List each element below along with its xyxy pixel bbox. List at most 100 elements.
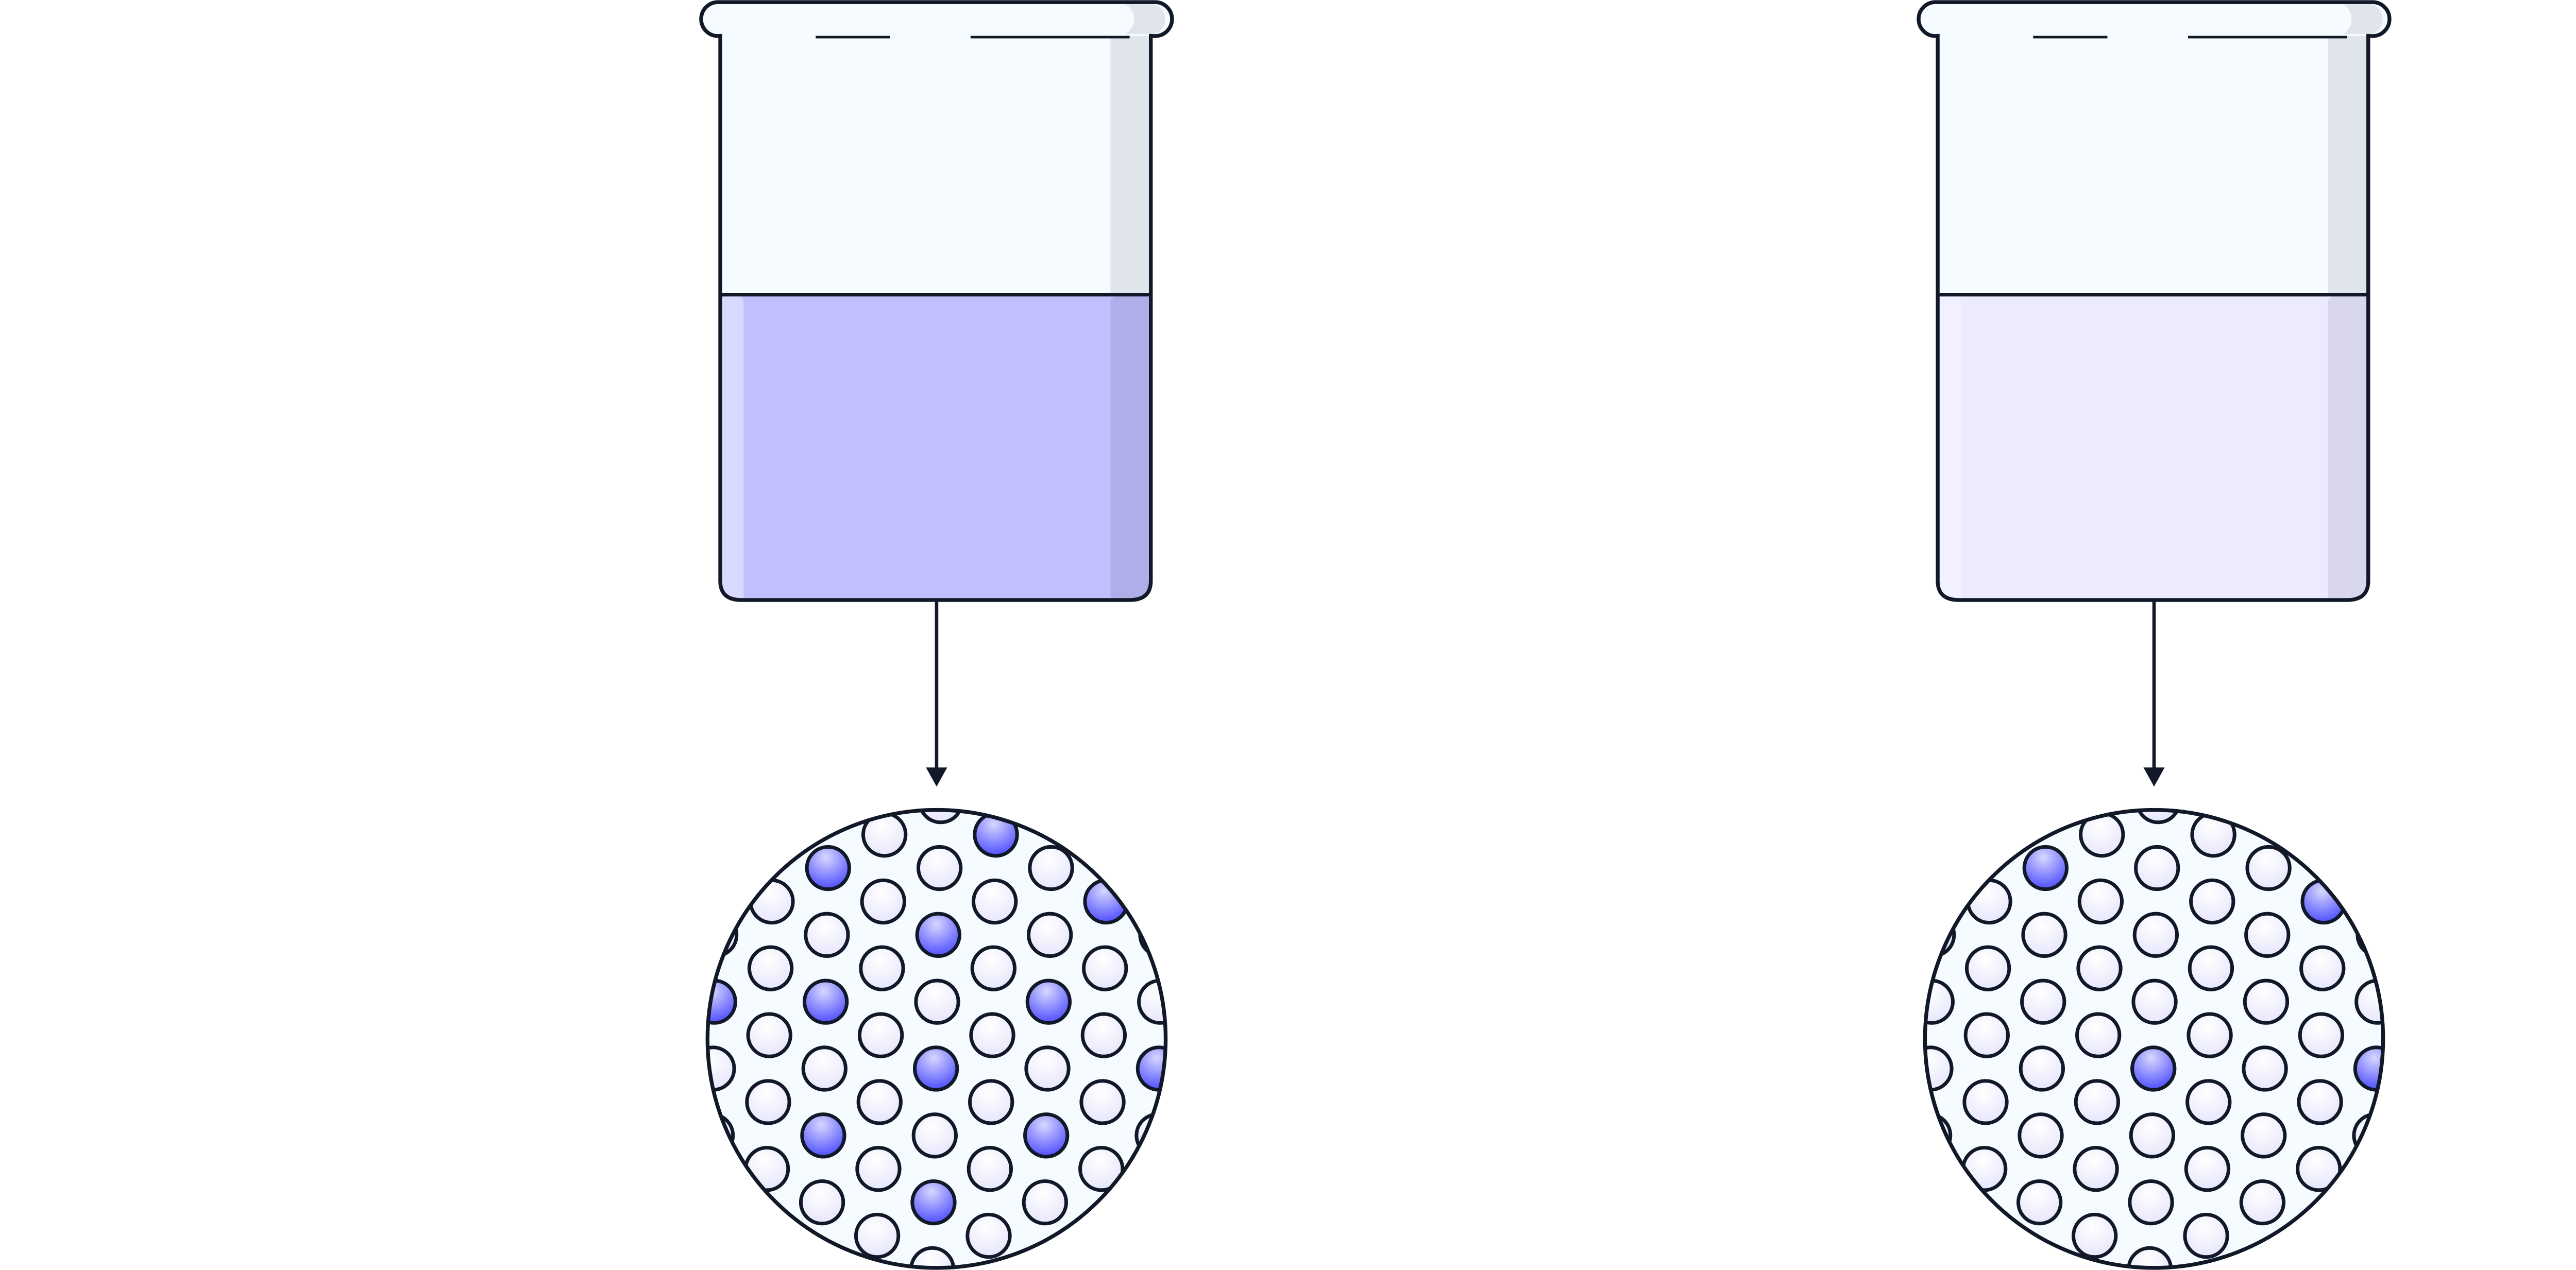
solvent-particle [855,1146,902,1192]
solvent-particle [1024,1045,1071,1092]
solvent-particle [2245,845,2292,891]
solvent-particle [743,1146,790,1192]
solvent-particle [2188,945,2234,991]
solvent-particle [857,1012,904,1058]
solute-particle [973,811,1019,858]
liquid [1938,295,2368,600]
solvent-particle [2189,878,2235,925]
solvent-particle [2296,1146,2342,1192]
beaker-lip [1917,0,2392,38]
solvent-particle [2073,1146,2119,1192]
solvent-particle [968,1079,1014,1125]
solvent-particle [746,1012,792,1058]
solvent-particle [970,945,1016,991]
solvent-particle [2298,1012,2345,1058]
beaker-concentrated [699,0,1174,787]
solute-particle [2130,1045,2177,1092]
solvent-particle [2131,979,2178,1025]
solvent-particle [1962,1079,2009,1125]
solvent-particle [2127,1246,2173,1268]
magnified-border [1923,808,2385,1270]
solvent-particle [1963,1012,2010,1058]
solvent-particle [2187,1012,2233,1058]
solvent-particle [969,1012,1015,1058]
solvent-particle [914,979,960,1025]
solvent-particle [1080,1012,1127,1058]
magnified-view-concentrated [705,808,1168,1270]
solvent-particle [1961,1146,2008,1192]
solute-particle [805,845,851,891]
solvent-particle [2077,878,2124,925]
solvent-particle [2242,1045,2288,1092]
solvent-particle [1082,945,1128,991]
solvent-particle [707,912,739,958]
solvent-particle [2135,810,2181,825]
solute-particle [800,1112,846,1159]
solvent-particle [916,845,963,891]
solvent-particle [1925,912,1956,958]
solute-particle [2353,1045,2383,1092]
solvent-particle [2129,1112,2176,1159]
particles [707,810,1166,1268]
solvent-particle [967,1146,1013,1192]
beaker-dilute [1917,0,2392,787]
solvent-particle [2134,845,2180,891]
solvent-particle [918,810,964,825]
solvent-particle [2021,912,2067,958]
solvent-particle [2018,1112,2064,1159]
solvent-particle [2074,1079,2121,1125]
solute-particle [1023,1112,1070,1159]
solvent-particle [2072,1212,2118,1259]
solvent-particle [2019,1045,2065,1092]
solvent-particle [965,1212,1012,1259]
solvent-particle [2016,1179,2063,1226]
solvent-particle [707,1112,735,1159]
solvent-particle [1079,1079,1126,1125]
solvent-particle [747,945,794,991]
solvent-particle [2243,979,2290,1025]
solvent-particle [2297,1079,2343,1125]
solvent-particle [856,1079,903,1125]
liquid-shade [2328,295,2368,600]
solvent-particle [2076,945,2123,991]
beaker-contents [1938,36,2368,600]
solute-particle [910,1179,957,1226]
solvent-particle [745,1079,791,1125]
solvent-particle [799,1179,845,1226]
solute-particle [1025,979,1072,1025]
arrow-head-icon [926,767,947,787]
solvent-particle [859,945,905,991]
solvent-particle [909,1246,956,1268]
solvent-particle [2185,1079,2232,1125]
solvent-particle [1964,945,2011,991]
solute-particle [2022,845,2069,891]
solvent-particle [911,1112,958,1159]
solute-particle [1136,1045,1166,1092]
beaker-glass-shade [1110,36,1151,295]
beaker-lip-shade [2343,4,2383,34]
solvent-particle [749,878,795,925]
solute-particle [802,979,849,1025]
solute-particle [915,912,961,958]
solvent-particle [1925,1112,1953,1159]
solvent-particle [860,878,906,925]
magnified-view-dilute [1923,808,2385,1270]
solvent-particle [2184,1146,2231,1192]
liquid-highlight [720,295,744,600]
solvent-particle [2244,912,2291,958]
solvent-particle [801,1045,848,1092]
solvent-particle [2241,1112,2287,1159]
magnified-border [705,808,1168,1270]
solvent-particle [2020,979,2066,1025]
solvent-particle [1028,845,1074,891]
beaker-lip [699,0,1174,38]
liquid [720,295,1151,600]
solvent-particle [2075,1012,2122,1058]
solvent-particle [1078,1146,1125,1192]
solvent-particle [2183,1212,2229,1259]
solvent-particle [1022,1179,1068,1226]
solvent-particle [854,1212,901,1259]
solvent-particle [1027,912,1073,958]
arrow-head-icon [2143,767,2165,787]
